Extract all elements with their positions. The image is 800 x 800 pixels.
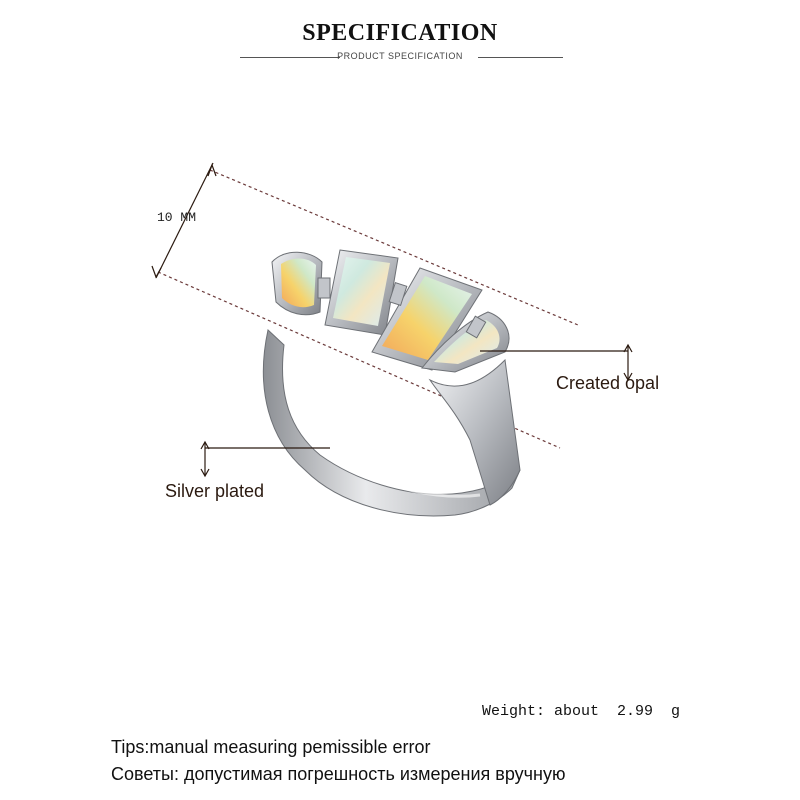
opal-setting-3 [371, 267, 483, 371]
setting-connectors [317, 277, 487, 339]
dimension-guide-top [209, 169, 579, 326]
silver-plated-label: Silver plated [165, 481, 265, 501]
opal-setting-1 [271, 251, 323, 316]
page-title: SPECIFICATION [302, 20, 498, 46]
ring-band [262, 329, 521, 517]
subtitle-divider-right [478, 57, 563, 58]
dimension-guides [157, 169, 579, 449]
opal-setting-4 [421, 311, 510, 373]
tips-english: Tips:manual measuring pemissible error [111, 737, 431, 757]
subtitle-divider-left [240, 57, 340, 58]
weight-text: Weight: about 2.99 g [482, 703, 681, 720]
opal-pointer [480, 343, 633, 382]
dimension-arrow [151, 162, 217, 279]
opal-setting-2 [324, 249, 399, 336]
dimension-guide-bottom [157, 271, 561, 449]
page-subtitle: PRODUCT SPECIFICATION [337, 51, 463, 61]
dimension-label: 10 MM [157, 210, 197, 225]
tips-russian: Советы: допустимая погрешность измерения… [111, 764, 566, 784]
silver-pointer [200, 440, 330, 478]
created-opal-label: Created opal [556, 373, 660, 393]
